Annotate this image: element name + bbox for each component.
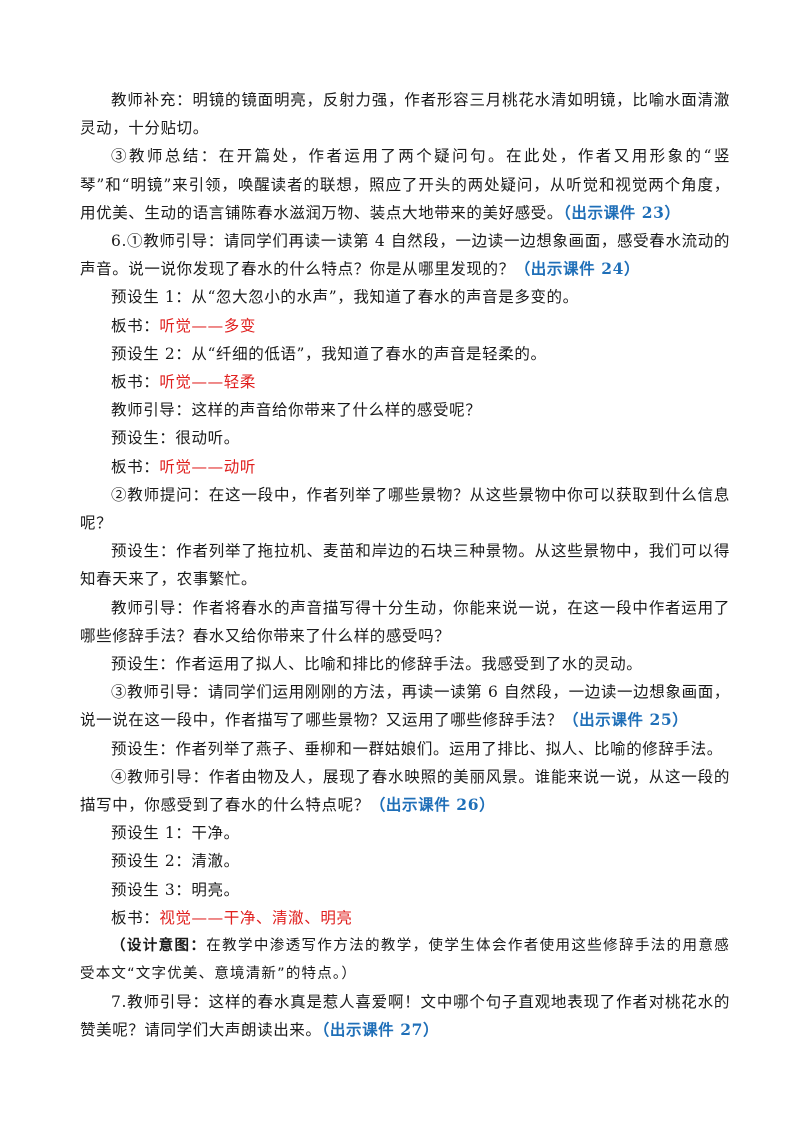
text-segment: 预设生 1：从“忽大忽小的水声”，我知道了春水的声音是多变的。 [111,288,579,307]
text-segment: 在教学中渗透写作方法的教学，使学生体会作者使用这些修辞手法的用意感受本文“文字优… [80,938,730,983]
text-paragraph: ③教师引导：请同学们运用刚刚的方法，再读一读第 6 自然段，一边读一边想象画面，… [80,678,730,734]
text-paragraph: 板书：视觉——干净、清澈、明亮 [80,904,730,932]
text-paragraph: 预设生 1：从“忽大忽小的水声”，我知道了春水的声音是多变的。 [80,283,730,311]
text-segment: 板书： [111,908,160,927]
courseware-reference: （出示课件 24） [514,259,641,279]
text-segment: ③教师引导：请同学们运用刚刚的方法，再读一读第 6 自然段，一边读一边想象画面，… [80,683,730,730]
text-paragraph: ④教师引导：作者由物及人，展现了春水映照的美丽风景。谁能来说一说，从这一段的描写… [80,763,730,819]
text-segment: ②教师提问：在这一段中，作者列举了哪些景物？从这些景物中你可以获取到什么信息呢？ [80,485,730,533]
courseware-reference: （出示课件 27） [321,1020,440,1040]
courseware-reference: （出示课件 26） [369,795,496,815]
text-segment: 教师引导：作者将春水的声音描写得十分生动，你能来说一说，在这一段中作者运用了哪些… [80,598,730,645]
blackboard-note: 视觉——干净、清澈、明亮 [159,908,353,927]
text-segment: 教师引导：这样的声音给你带来了什么样的感受呢？ [111,401,482,420]
text-segment: ③教师总结：在开篇处，作者运用了两个疑问句。在此处，作者又用形象的“竖琴”和“明… [80,147,730,222]
text-segment: 7.教师引导：这样的春水真是惹人喜爱啊！文中哪个句子直观地表现了作者对桃花水的赞… [80,993,730,1040]
courseware-reference: （出示课件 23） [563,202,681,222]
text-paragraph: 6.①教师引导：请同学们再读一读第 4 自然段，一边读一边想象画面，感受春水流动… [80,227,730,283]
text-segment: 预设生：作者列举了拖拉机、麦苗和岸边的石块三种景物。从这些景物中，我们可以得知春… [80,542,730,589]
text-paragraph: 预设生 2：清澈。 [80,847,730,875]
text-segment: 预设生：作者运用了拟人、比喻和排比的修辞手法。我感受到了水的灵动。 [111,655,643,674]
text-paragraph: 板书：听觉——轻柔 [80,368,730,396]
text-paragraph: ②教师提问：在这一段中，作者列举了哪些景物？从这些景物中你可以获取到什么信息呢？ [80,481,730,537]
text-paragraph: 教师引导：这样的声音给你带来了什么样的感受呢？ [80,396,730,424]
text-segment: 6.①教师引导：请同学们再读一读第 4 自然段，一边读一边想象画面，感受春水流动… [80,232,730,279]
text-segment: 板书： [111,373,160,392]
text-paragraph: 预设生：作者运用了拟人、比喻和排比的修辞手法。我感受到了水的灵动。 [80,650,730,678]
blackboard-note: 听觉——动听 [159,457,256,476]
text-segment: 板书： [111,457,160,476]
text-segment: 预设生：作者列举了燕子、垂柳和一群姑娘们。运用了排比、拟人、比喻的修辞手法。 [111,739,723,758]
design-intent-paragraph: （设计意图：在教学中渗透写作方法的教学，使学生体会作者使用这些修辞手法的用意感受… [80,932,730,988]
courseware-reference: （出示课件 25） [563,710,689,730]
text-paragraph: 预设生 1：干净。 [80,819,730,847]
text-paragraph: 教师补充：明镜的镜面明亮，反射力强，作者形容三月桃花水清如明镜，比喻水面清澈灵动… [80,86,730,142]
text-paragraph: 预设生：作者列举了拖拉机、麦苗和岸边的石块三种景物。从这些景物中，我们可以得知春… [80,537,730,593]
text-segment: 预设生 2：清澈。 [111,852,240,871]
text-paragraph: 预设生：很动听。 [80,424,730,452]
text-paragraph: 板书：听觉——多变 [80,312,730,340]
text-segment: 预设生 1：干净。 [111,824,240,843]
text-paragraph: 教师引导：作者将春水的声音描写得十分生动，你能来说一说，在这一段中作者运用了哪些… [80,594,730,650]
text-paragraph: ③教师总结：在开篇处，作者运用了两个疑问句。在此处，作者又用形象的“竖琴”和“明… [80,142,730,227]
text-segment: 预设生：很动听。 [111,429,240,448]
text-paragraph: 预设生 2：从“纤细的低语”，我知道了春水的声音是轻柔的。 [80,340,730,368]
text-segment: 预设生 2：从“纤细的低语”，我知道了春水的声音是轻柔的。 [111,344,547,363]
text-segment: （设计意图： [111,938,207,955]
text-segment: ④教师引导：作者由物及人，展现了春水映照的美丽风景。谁能来说一说，从这一段的描写… [80,767,730,815]
text-segment: 教师补充：明镜的镜面明亮，反射力强，作者形容三月桃花水清如明镜，比喻水面清澈灵动… [80,91,730,138]
text-paragraph: 板书：听觉——动听 [80,453,730,481]
blackboard-note: 听觉——多变 [159,316,256,335]
document-page: 教师补充：明镜的镜面明亮，反射力强，作者形容三月桃花水清如明镜，比喻水面清澈灵动… [80,86,730,1045]
text-paragraph: 预设生：作者列举了燕子、垂柳和一群姑娘们。运用了排比、拟人、比喻的修辞手法。 [80,735,730,763]
text-paragraph: 7.教师引导：这样的春水真是惹人喜爱啊！文中哪个句子直观地表现了作者对桃花水的赞… [80,988,730,1044]
blackboard-note: 听觉——轻柔 [159,373,256,392]
text-paragraph: 预设生 3：明亮。 [80,876,730,904]
text-segment: 预设生 3：明亮。 [111,880,240,899]
text-segment: 板书： [111,316,160,335]
